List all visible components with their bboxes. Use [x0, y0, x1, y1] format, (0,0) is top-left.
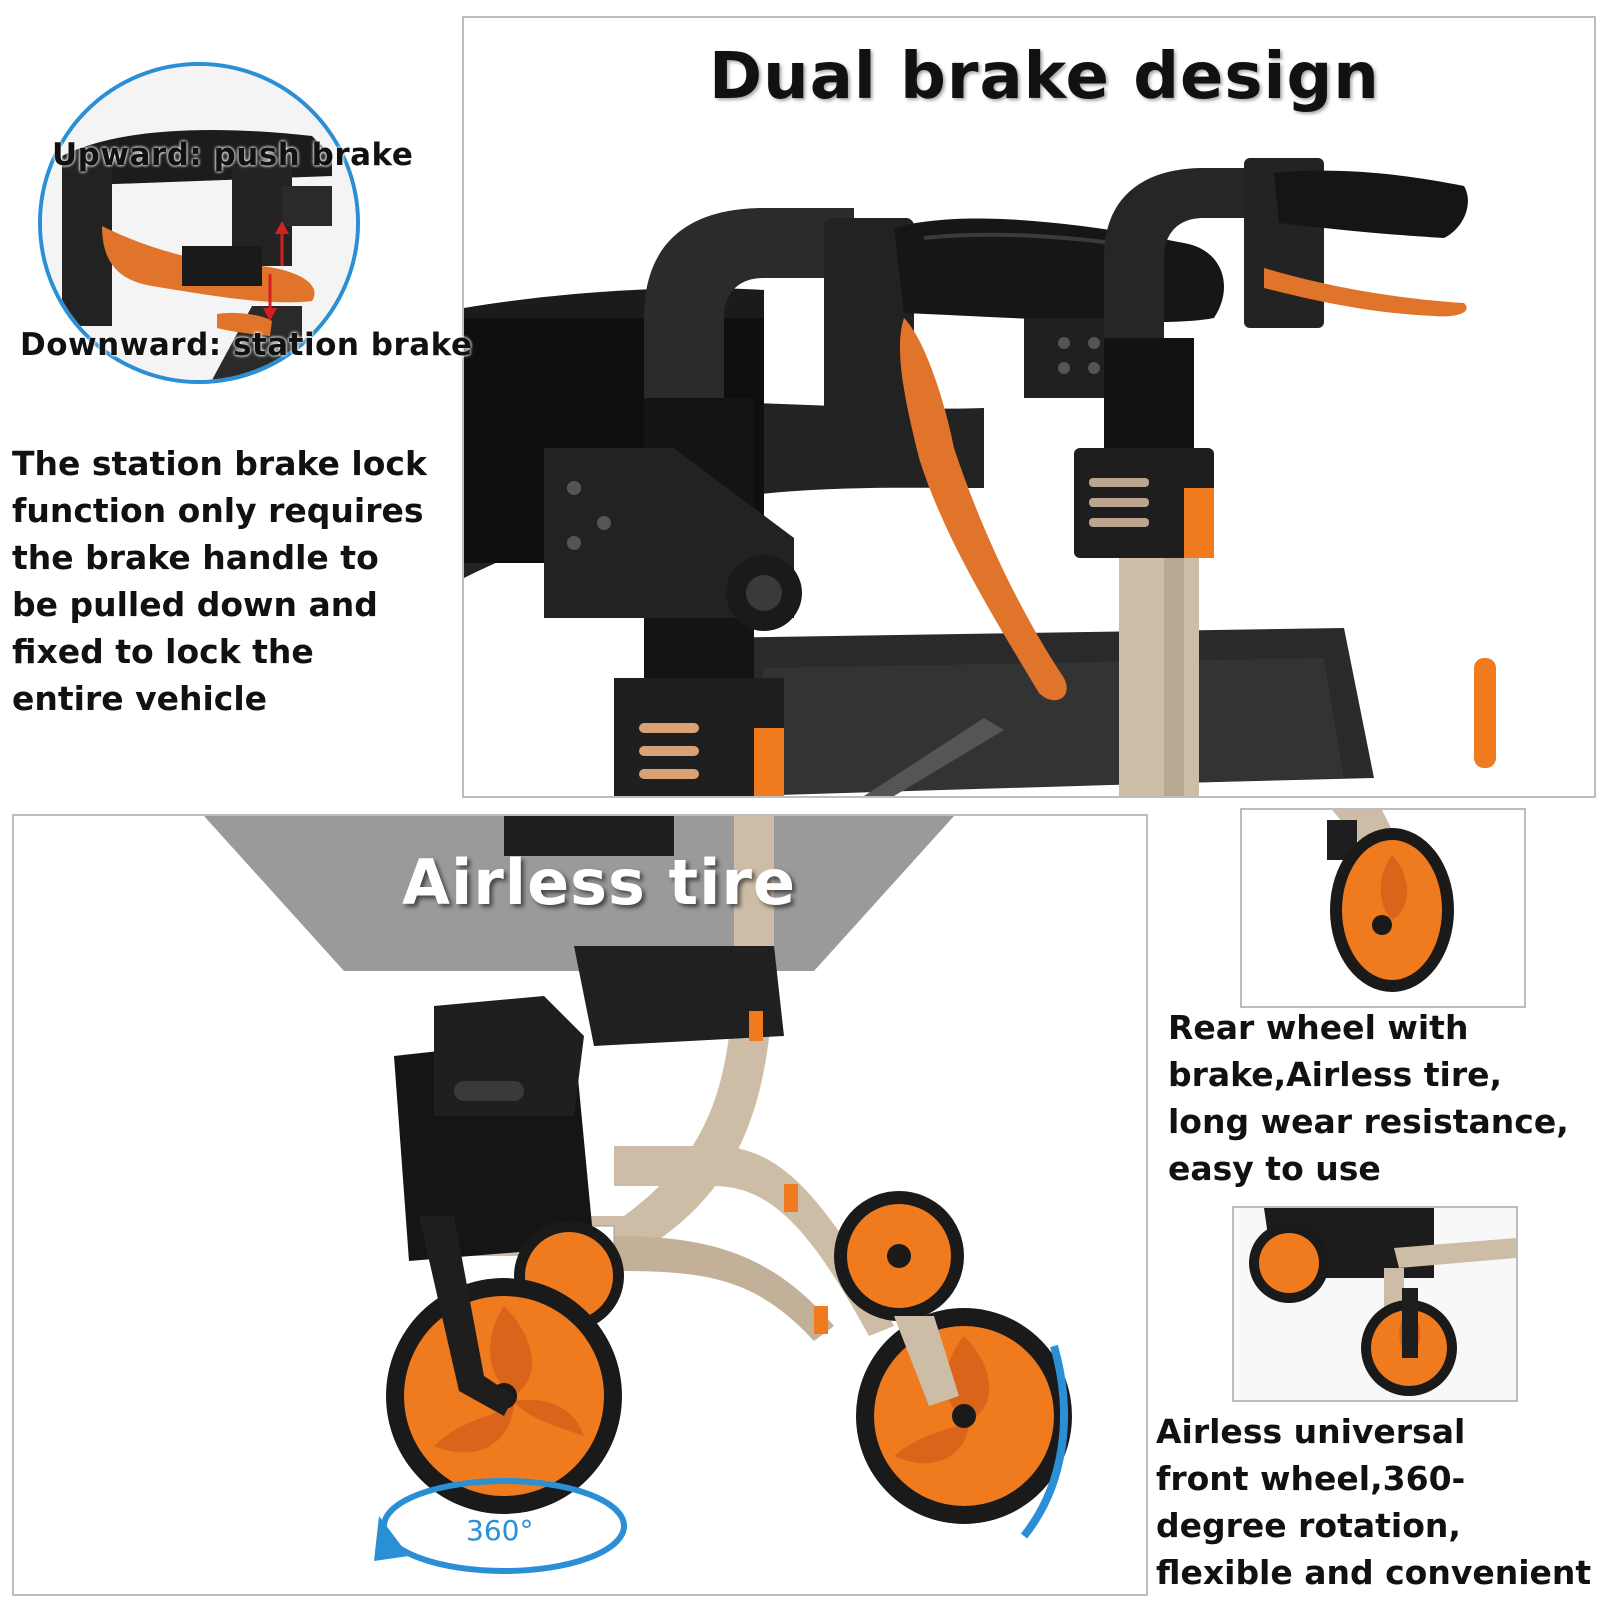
front-wheel-line: front wheel,360- [1156, 1459, 1466, 1498]
front-wheel-description: Airless universal front wheel,360- degre… [1156, 1408, 1602, 1596]
rear-wheel-line: Rear wheel with [1168, 1008, 1469, 1047]
rear-wheel-line: brake,Airless tire, [1168, 1055, 1503, 1094]
rear-wheel-image [1327, 810, 1454, 992]
airless-tire-title: Airless tire [402, 846, 797, 919]
front-wheel-image-frame [1232, 1206, 1518, 1402]
rear-wheel-line: easy to use [1168, 1149, 1381, 1188]
description-line: the brake handle to [12, 538, 379, 577]
rear-wheel-description: Rear wheel with brake,Airless tire, long… [1168, 1004, 1598, 1192]
front-wheel-line: Airless universal [1156, 1412, 1466, 1451]
brake-inset-circle [38, 62, 360, 384]
rotation-360-label: 360° [466, 1514, 534, 1547]
description-line: function only requires [12, 491, 424, 530]
upward-push-brake-label: Upward: push brake [52, 137, 414, 173]
rear-wheel-line: long wear resistance, [1168, 1102, 1569, 1141]
description-line: be pulled down and [12, 585, 378, 624]
front-wheel-line: flexible and convenient [1156, 1553, 1592, 1592]
description-line: entire vehicle [12, 679, 268, 718]
rear-wheel-image-frame [1240, 808, 1526, 1008]
description-line: The station brake lock [12, 444, 427, 483]
downward-station-brake-label: Downward: station brake [20, 327, 473, 363]
airless-tire-panel: Airless tire 360° [12, 814, 1148, 1596]
rollator-side-image [204, 816, 1072, 1574]
dual-brake-title: Dual brake design [709, 40, 1380, 114]
station-brake-description: The station brake lock function only req… [12, 440, 462, 722]
handlebar-closeup-image [464, 158, 1496, 796]
front-wheel-image [1234, 1208, 1516, 1400]
front-wheel-line: degree rotation, [1156, 1506, 1461, 1545]
dual-brake-panel: Dual brake design [462, 16, 1596, 798]
description-line: fixed to lock the [12, 632, 314, 671]
